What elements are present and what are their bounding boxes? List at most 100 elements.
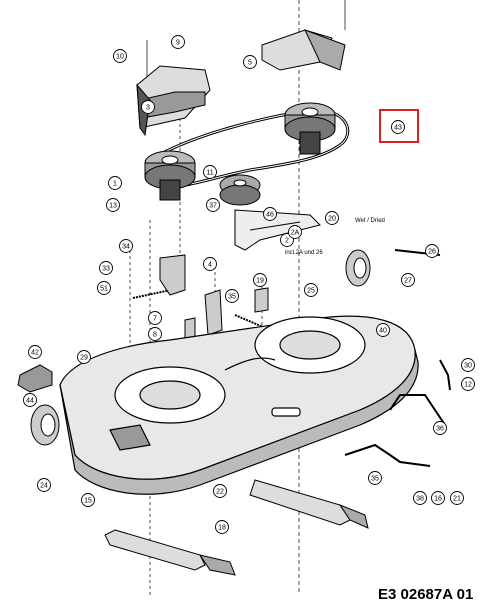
- spindle-left: [144, 150, 196, 201]
- callout-label: 20: [328, 216, 336, 223]
- callout-c33: 33: [99, 261, 113, 275]
- callout-label: 2: [285, 238, 289, 245]
- callout-c11: 11: [203, 165, 217, 179]
- callout-circle: [304, 283, 318, 297]
- callout-circle: [148, 327, 162, 341]
- callout-label: 5: [248, 60, 252, 67]
- callout-c13: 13: [106, 198, 120, 212]
- callout-label: 38: [416, 496, 424, 503]
- callout-c22: 22: [213, 484, 227, 498]
- callout-label: 27: [404, 278, 412, 285]
- callout-c35a: 35: [225, 289, 239, 303]
- callout-label: 42: [31, 350, 39, 357]
- callout-c44: 44: [23, 393, 37, 407]
- side-plate: [17, 364, 53, 393]
- callout-c37: 37: [206, 198, 220, 212]
- callout-circle: [288, 225, 302, 239]
- wheel-left: [30, 404, 60, 446]
- callout-circle: [203, 257, 217, 271]
- mower-deck: [59, 315, 419, 495]
- callout-label: 15: [84, 498, 92, 505]
- callout-circle: [99, 261, 113, 275]
- callout-circle: [263, 207, 277, 221]
- callout-label: 8: [153, 332, 157, 339]
- callout-label: 26: [428, 249, 436, 256]
- callout-label: 40: [379, 328, 387, 335]
- callout-circle: [206, 198, 220, 212]
- callout-label: 11: [206, 170, 213, 177]
- callout-label: 44: [26, 398, 34, 405]
- callout-c26: 26: [425, 244, 439, 258]
- callout-c15: 15: [81, 493, 95, 507]
- callout-label: 16: [434, 496, 442, 503]
- callout-circle: [77, 350, 91, 364]
- callout-circle: [413, 491, 427, 505]
- callout-c4: 4: [203, 257, 217, 271]
- callout-circle: [171, 35, 185, 49]
- callout-label: 35: [371, 476, 379, 483]
- callout-label: 18: [218, 525, 226, 532]
- callout-circle: [391, 120, 405, 134]
- callout-c12: 12: [461, 377, 475, 391]
- callout-label: 7: [153, 316, 157, 323]
- callout-label: 43: [394, 125, 402, 132]
- callout-label: 1: [113, 181, 117, 188]
- callout-circle: [141, 100, 155, 114]
- callout-circle: [450, 491, 464, 505]
- callout-c46: 46: [263, 207, 277, 221]
- callout-label: 12: [464, 382, 472, 389]
- callout-label: 36: [436, 426, 444, 433]
- callout-circle: [108, 176, 122, 190]
- callout-circle: [215, 520, 229, 534]
- callout-c8: 8: [148, 327, 162, 341]
- callout-circle: [433, 421, 447, 435]
- callout-circle: [23, 393, 37, 407]
- callout-circle: [431, 491, 445, 505]
- idler-pulley: [219, 174, 261, 206]
- callout-label: 51: [100, 286, 108, 293]
- highlight-box: [379, 109, 419, 143]
- callout-c27: 27: [401, 273, 415, 287]
- callout-circle: [225, 289, 239, 303]
- brackets: [159, 254, 269, 343]
- callout-c34: 34: [119, 239, 133, 253]
- callout-circle: [401, 273, 415, 287]
- callout-c30: 30: [461, 358, 475, 372]
- note-wet-dry: Wet / Dried: [355, 218, 385, 224]
- callout-label: 24: [40, 483, 48, 490]
- callout-c36: 36: [433, 421, 447, 435]
- callout-c1: 1: [108, 176, 122, 190]
- callout-circle: [243, 55, 257, 69]
- callout-label: 2A: [291, 230, 300, 237]
- note-incl: incl.2A und 26: [285, 250, 323, 256]
- callout-c51: 51: [97, 281, 111, 295]
- callout-circle: [97, 281, 111, 295]
- callout-c7: 7: [148, 311, 162, 325]
- callout-c19: 19: [253, 273, 267, 287]
- callout-circle: [325, 211, 339, 225]
- callout-c40: 40: [376, 323, 390, 337]
- callout-label: 29: [80, 355, 88, 362]
- spindle-right: [284, 102, 336, 155]
- callout-label: 30: [464, 363, 472, 370]
- callout-circle: [213, 484, 227, 498]
- callout-c42: 42: [28, 345, 42, 359]
- belt-cover-right: [261, 29, 346, 71]
- callout-c38: 38: [413, 491, 427, 505]
- callout-group: 1095343111371346343351271925357842294424…: [23, 35, 475, 534]
- callout-c9: 9: [171, 35, 185, 49]
- callout-circle: [119, 239, 133, 253]
- callout-label: 35: [228, 294, 236, 301]
- callout-label: 46: [266, 212, 274, 219]
- callout-label: 4: [208, 262, 212, 269]
- callout-c29: 29: [77, 350, 91, 364]
- callout-c18: 18: [215, 520, 229, 534]
- callout-label: 33: [102, 266, 110, 273]
- callout-label: 21: [453, 496, 461, 503]
- callout-label: 3: [146, 105, 150, 112]
- callout-c3: 3: [141, 100, 155, 114]
- callout-label: 37: [209, 203, 217, 210]
- callout-c21: 21: [450, 491, 464, 505]
- callout-label: 19: [256, 278, 264, 285]
